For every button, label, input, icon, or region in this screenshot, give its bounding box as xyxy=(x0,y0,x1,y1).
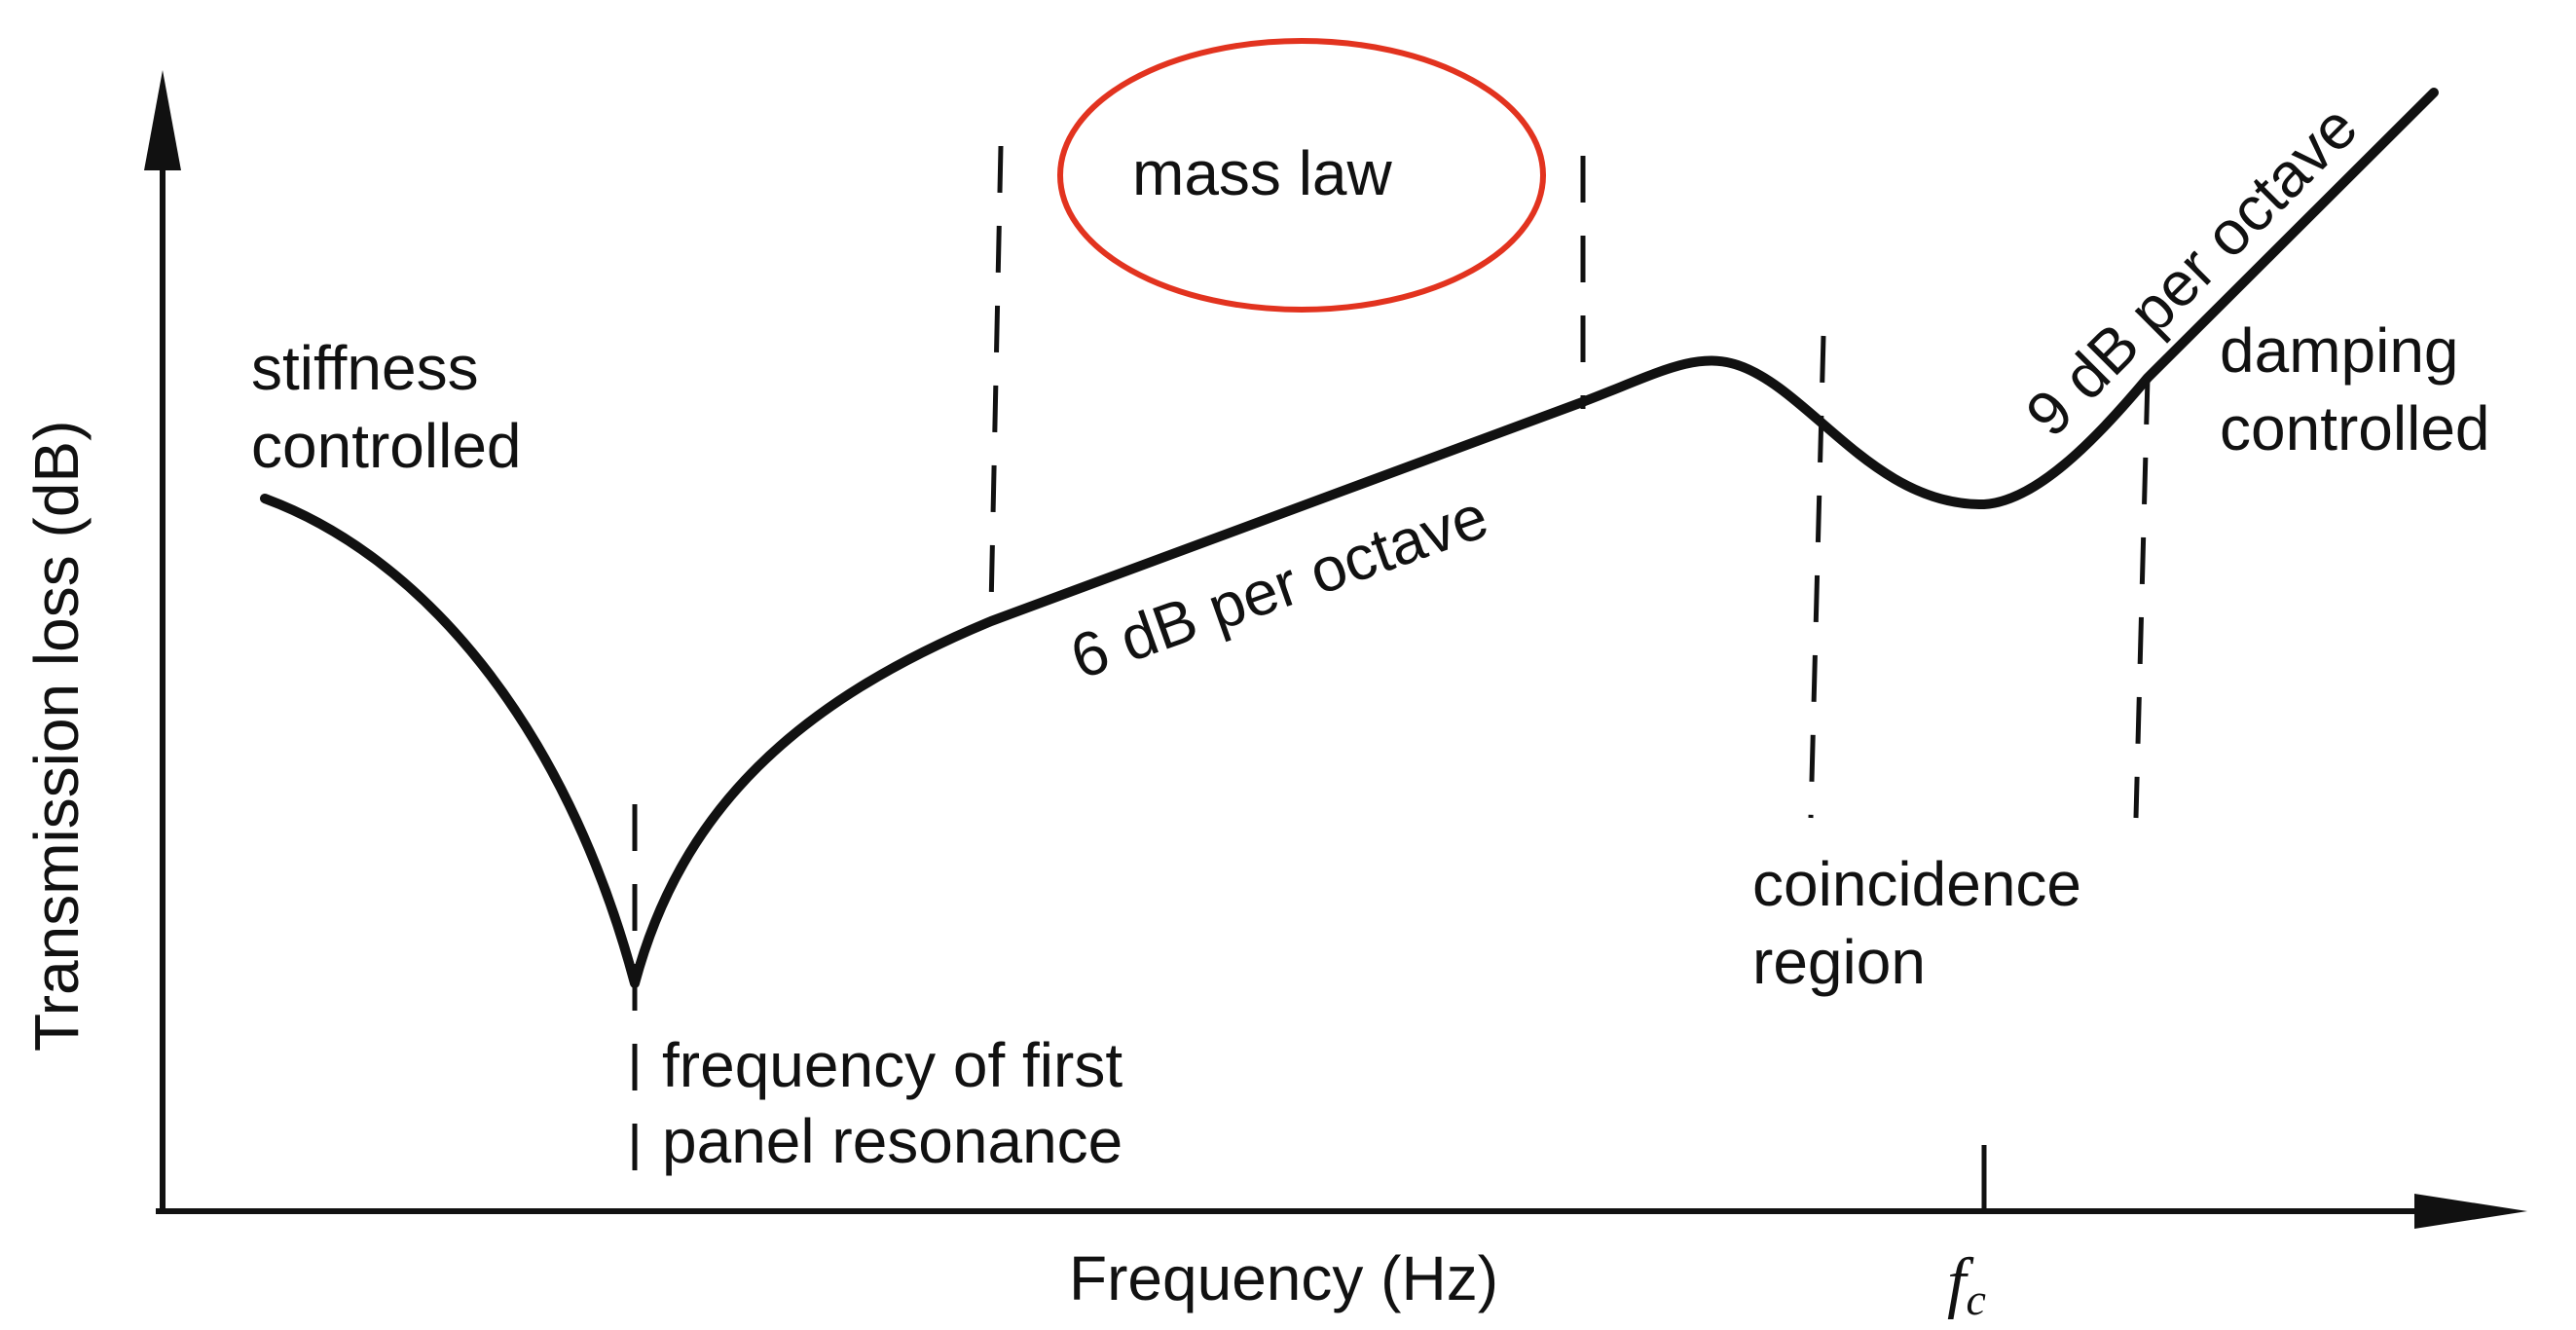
dashed-line-coincidence-start xyxy=(1808,335,1826,819)
damping-controlled-label-2: controlled xyxy=(2220,393,2490,463)
damping-controlled-label-1: damping xyxy=(2220,315,2459,386)
fc-label-subscript: c xyxy=(1966,1275,1985,1324)
resonance-label-2: panel resonance xyxy=(662,1106,1122,1176)
resonance-label-1: frequency of first xyxy=(662,1030,1122,1100)
dashed-line-coincidence-end xyxy=(2133,377,2151,819)
y-axis-arrowhead xyxy=(144,70,181,170)
transmission-loss-curve xyxy=(260,88,2439,988)
mass-law-label: mass law xyxy=(1132,138,1393,208)
coincidence-region-label-1: coincidence xyxy=(1752,849,2081,919)
x-axis-label: Frequency (Hz) xyxy=(1069,1243,1498,1313)
x-axis-arrowhead xyxy=(2414,1194,2527,1229)
stiffness-controlled-label-2: controlled xyxy=(251,411,522,481)
coincidence-region-label-2: region xyxy=(1752,927,1926,997)
dashed-line-mass-law-start xyxy=(988,145,1004,610)
mass-law-highlight-ellipse xyxy=(1057,38,1546,313)
fc-label: fc xyxy=(1947,1245,1986,1324)
stiffness-controlled-label-1: stiffness xyxy=(251,333,479,403)
y-axis-label: Transmission loss (dB) xyxy=(21,421,92,1052)
